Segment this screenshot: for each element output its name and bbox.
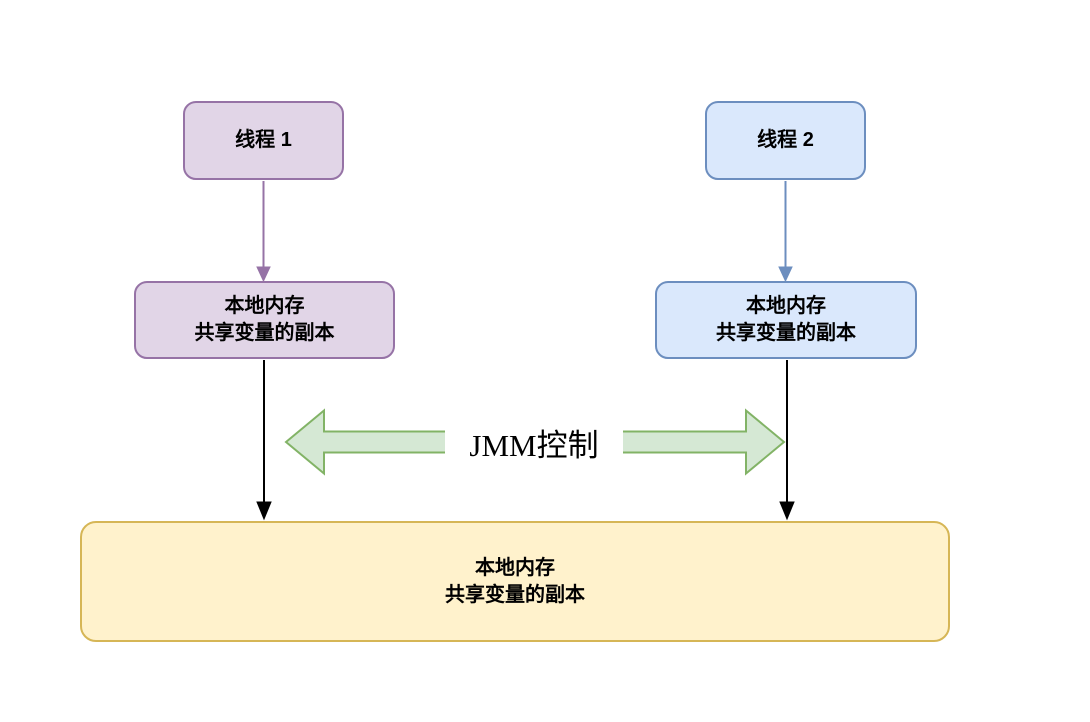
- node-local-memory-1-line1: 本地内存: [224, 295, 305, 317]
- jmm-control-label: JMM控制: [445, 423, 623, 463]
- arrow-thread2-to-local2-head: [778, 266, 793, 283]
- node-thread-2: 线程 2: [705, 101, 866, 180]
- node-main-memory-line1: 本地内存: [475, 556, 555, 579]
- node-local-memory-1-line2: 共享变量的副本: [194, 322, 335, 344]
- arrow-local1-to-main-head: [256, 501, 272, 521]
- node-local-memory-2-line1: 本地内存: [746, 295, 826, 317]
- node-thread-1-label: 线程 1: [235, 129, 292, 151]
- node-thread-2-label: 线程 2: [757, 129, 814, 151]
- arrow-thread1-to-local1-head: [256, 266, 271, 283]
- node-local-memory-1: 本地内存 共享变量的副本: [134, 281, 395, 359]
- node-main-memory-line2: 共享变量的副本: [445, 583, 585, 606]
- node-local-memory-2: 本地内存 共享变量的副本: [655, 281, 917, 359]
- node-main-memory: 本地内存 共享变量的副本: [80, 521, 950, 642]
- node-thread-1: 线程 1: [183, 101, 344, 180]
- node-local-memory-2-line2: 共享变量的副本: [716, 322, 856, 344]
- arrow-local2-to-main-head: [779, 501, 795, 521]
